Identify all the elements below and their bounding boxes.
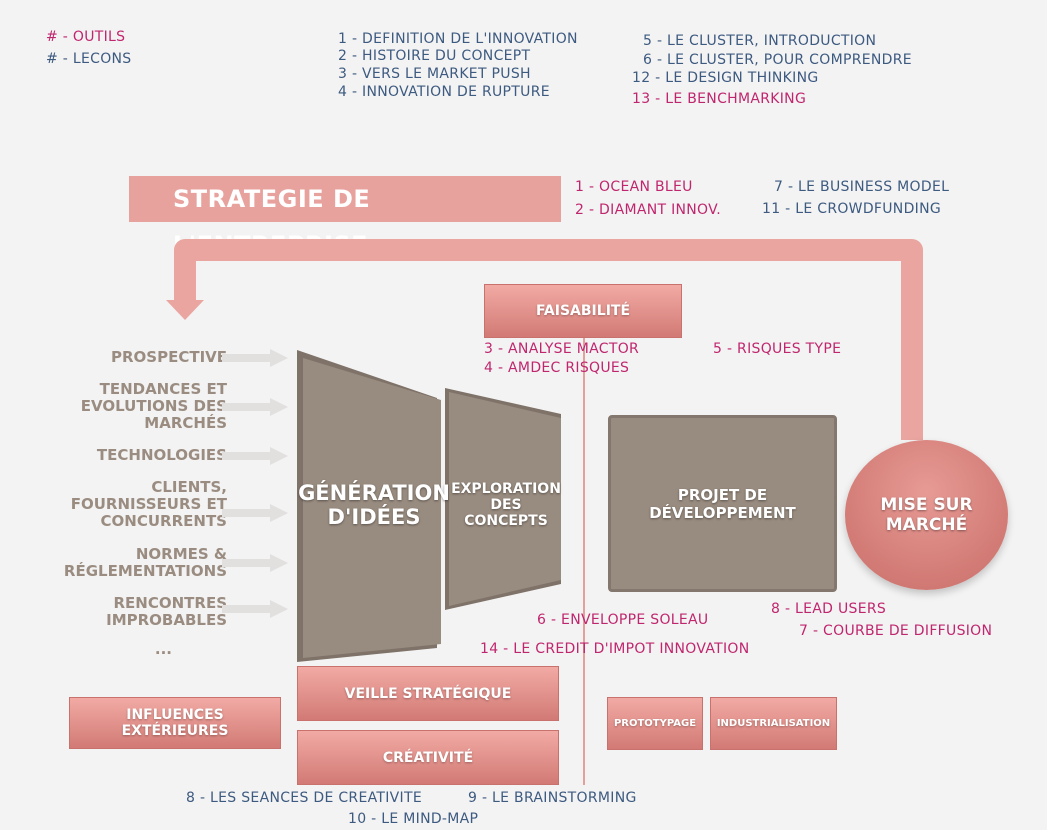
panels-shapes [297,350,561,662]
creativity-box: CRÉATIVITÉ [297,730,559,785]
industrialization-box: INDUSTRIALISATION [710,697,837,750]
tool-link[interactable]: 8 - LEAD USERS [771,601,887,617]
lesson-link[interactable]: 10 - LE MIND-MAP [348,811,479,827]
exploration-panel: EXPLORATION DES CONCEPTS [451,481,561,529]
input-label: CLIENTS, FOURNISSEURS ET CONCURRENTS [70,478,227,530]
tool-link[interactable]: 14 - LE CREDIT D'IMPOT INNOVATION [480,641,750,657]
legend-lessons: # - LECONS [46,51,132,67]
project-panel: PROJET DE DÉVELOPPEMENT [608,415,837,592]
tool-link[interactable]: 2 - DIAMANT INNOV. [575,202,721,218]
feasibility-box: FAISABILITÉ [484,284,682,338]
tool-link[interactable]: 6 - ENVELOPPE SOLEAU [537,612,709,628]
lesson-link[interactable]: 8 - LES SEANCES DE CREATIVITE [186,790,422,806]
lesson-link[interactable]: 4 - INNOVATION DE RUPTURE [338,84,550,100]
arrow-icon [222,398,288,416]
arrow-icon [222,504,288,522]
arrow-icon [222,554,288,572]
lesson-link[interactable]: 6 - LE CLUSTER, POUR COMPRENDRE [643,52,912,68]
lesson-link[interactable]: 9 - LE BRAINSTORMING [468,790,637,806]
tool-link[interactable]: 7 - COURBE DE DIFFUSION [799,623,993,639]
arrow-icon [222,600,288,618]
arrow-icon [222,447,288,465]
tool-link[interactable]: 4 - AMDEC RISQUES [484,360,630,376]
prototyping-box: PROTOTYPAGE [607,697,703,750]
tool-link[interactable]: 3 - ANALYSE MACTOR [484,341,640,357]
input-label: PROSPECTIVE [110,348,227,366]
input-label: RENCONTRES IMPROBABLES [106,594,227,629]
tool-link[interactable]: 1 - OCEAN BLEU [575,179,693,195]
lesson-link[interactable]: 7 - LE BUSINESS MODEL [774,179,950,195]
arrow-icon [222,349,288,367]
lesson-link[interactable]: 12 - LE DESIGN THINKING [632,70,819,86]
lesson-link[interactable]: 2 - HISTOIRE DU CONCEPT [338,48,531,64]
input-label: TENDANCES ET EVOLUTIONS DES MARCHÉS [80,380,227,432]
input-label: ... [154,640,172,658]
legend-tools: # - OUTILS [46,29,126,45]
lesson-link[interactable]: 5 - LE CLUSTER, INTRODUCTION [643,33,877,49]
strategic-watch-box: VEILLE STRATÉGIQUE [297,666,559,721]
market-launch-circle: MISE SUR MARCHÉ [845,440,1008,590]
input-label: TECHNOLOGIES [96,446,227,464]
input-label: NORMES & RÉGLEMENTATIONS [63,545,227,580]
tool-link[interactable]: 5 - RISQUES TYPE [713,341,842,357]
lesson-link[interactable]: 1 - DEFINITION DE L'INNOVATION [338,31,578,47]
lesson-link[interactable]: 11 - LE CROWDFUNDING [762,201,942,217]
tool-link[interactable]: 13 - LE BENCHMARKING [632,91,807,107]
lesson-link[interactable]: 3 - VERS LE MARKET PUSH [338,66,531,82]
external-influences-box: INFLUENCES EXTÉRIEURES [69,697,281,749]
generation-panel: GÉNÉRATION D'IDÉES [298,481,450,529]
